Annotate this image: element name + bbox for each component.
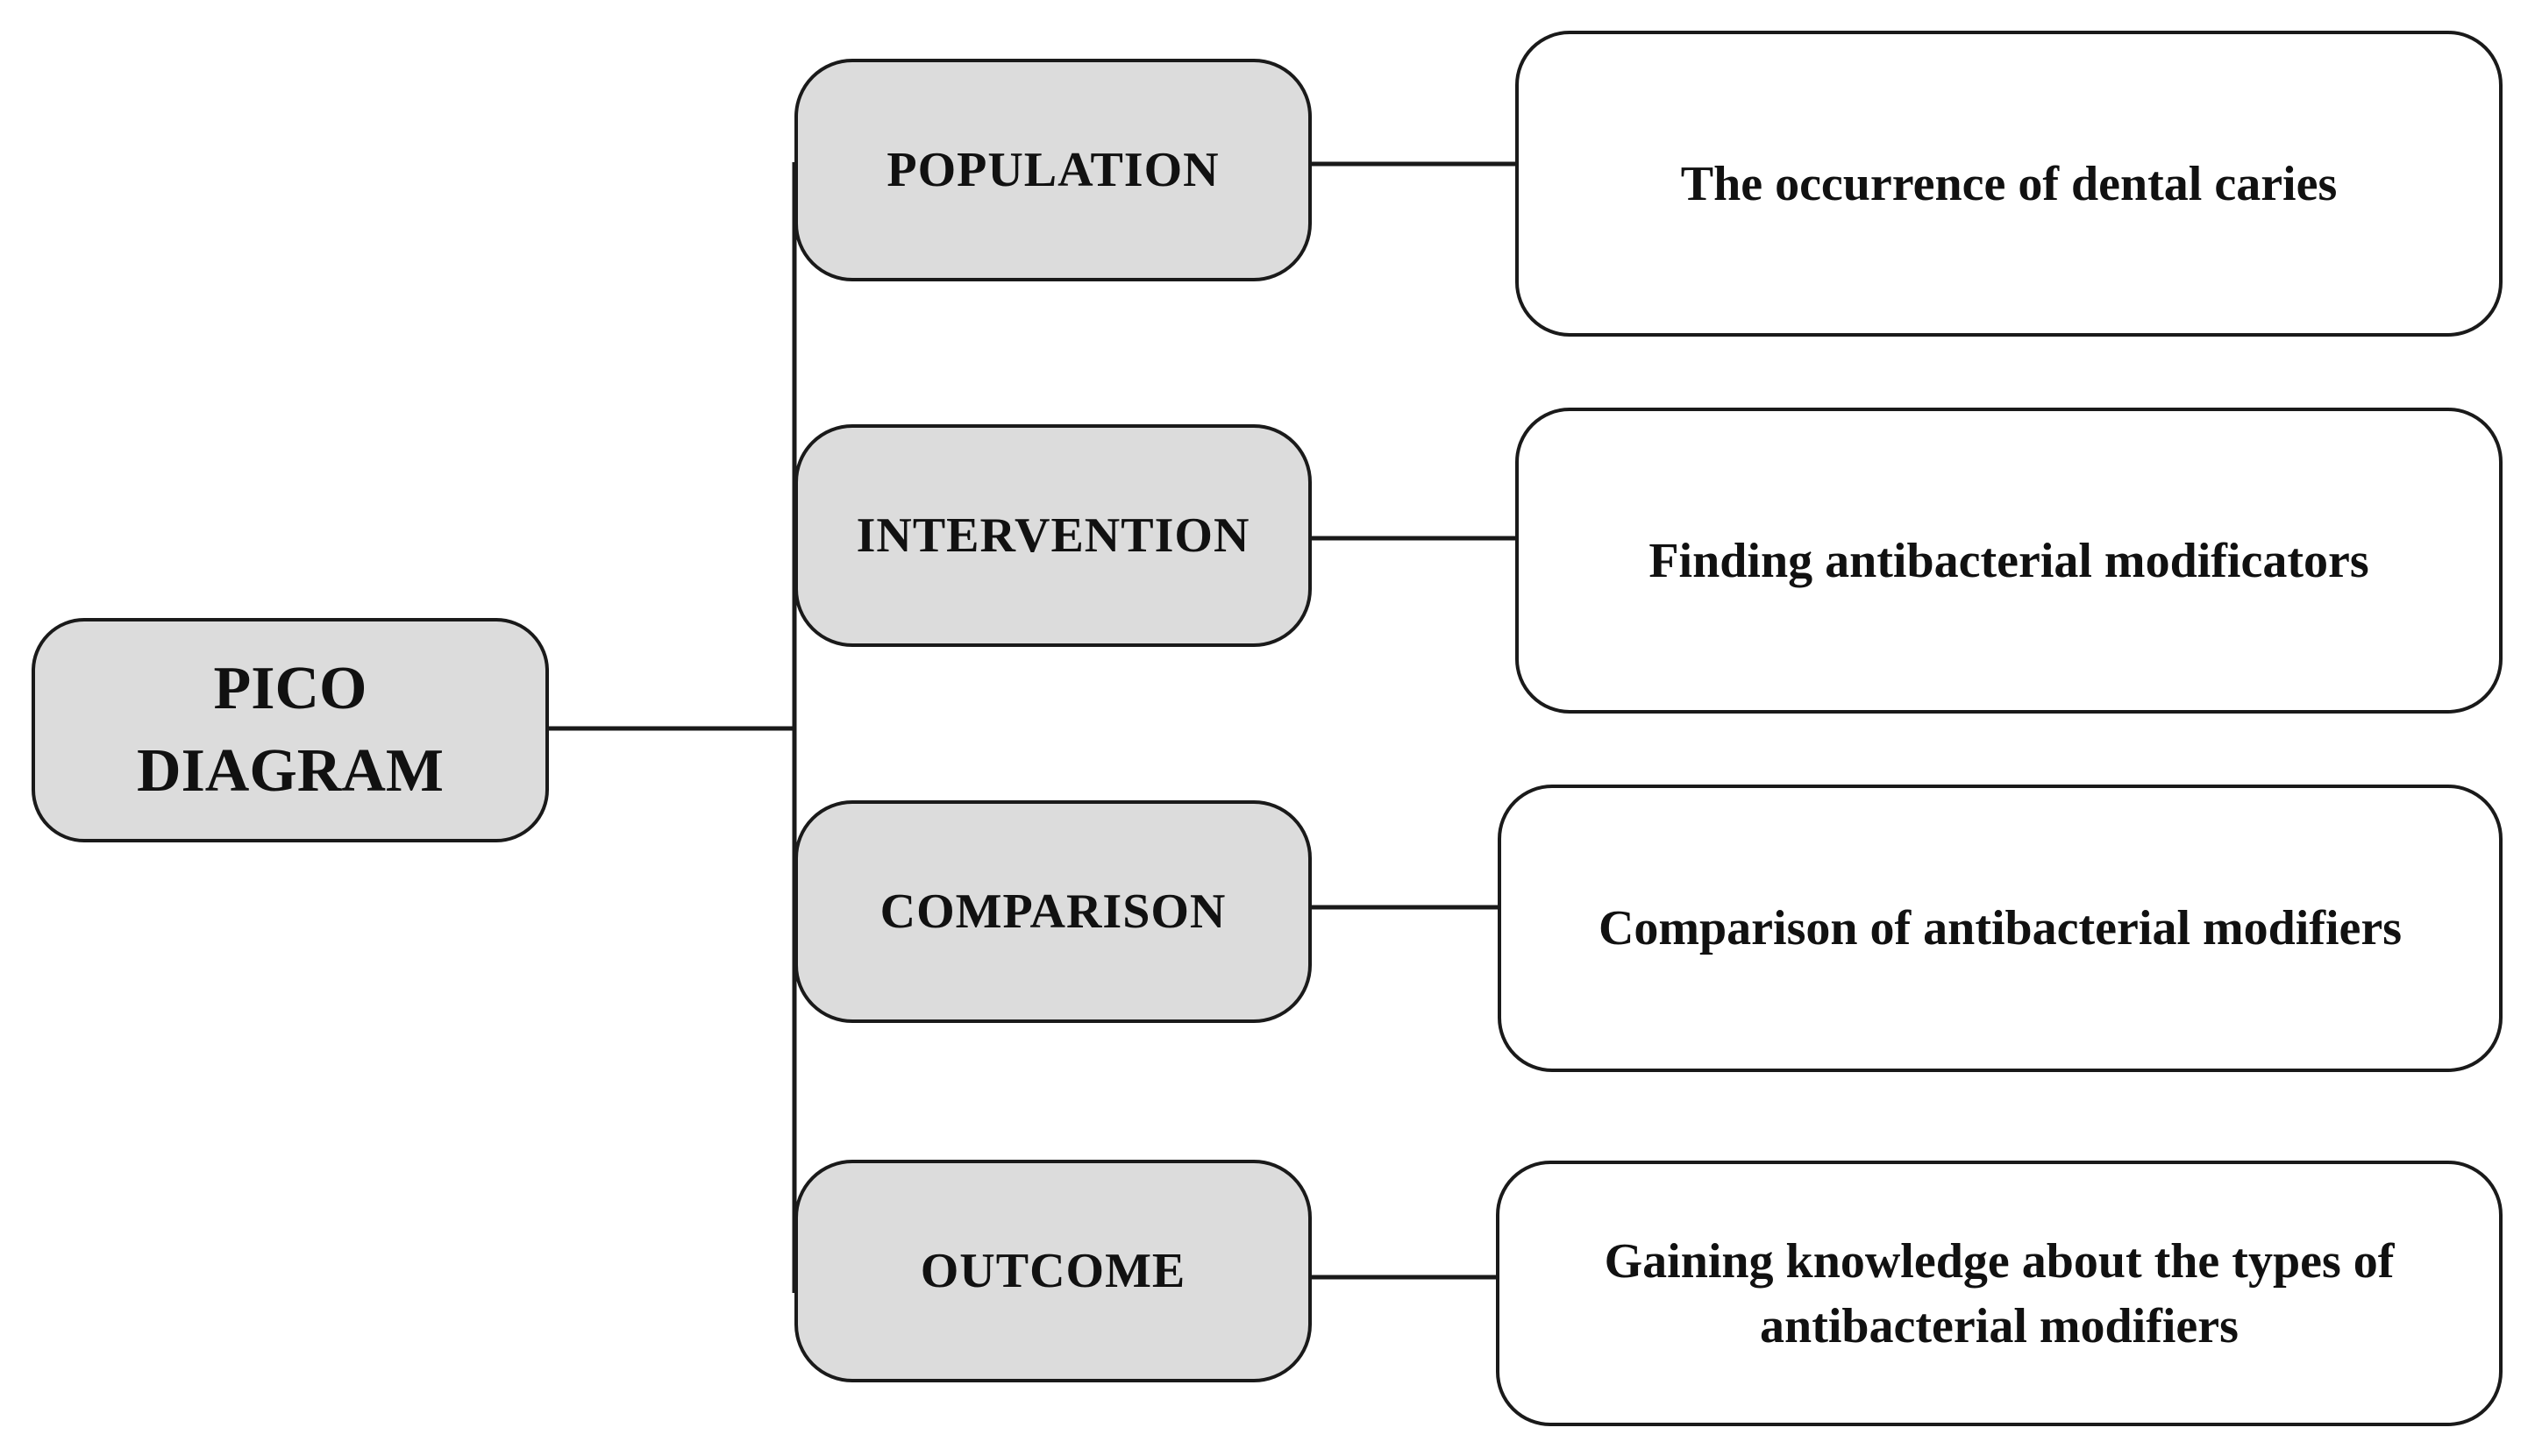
comparison-detail-box: Comparison of antibacterial modifiers [1498, 785, 2503, 1072]
outcome-node: OUTCOME [794, 1160, 1312, 1382]
comparison-label: COMPARISON [879, 884, 1227, 939]
intervention-detail-box: Finding antibacterial modificators [1515, 408, 2503, 714]
outcome-label: OUTCOME [920, 1244, 1186, 1298]
population-detail-box: The occurrence of dental caries [1515, 31, 2503, 337]
intervention-node: INTERVENTION [794, 424, 1312, 647]
outcome-detail-box: Gaining knowledge about the types of ant… [1496, 1161, 2503, 1426]
population-label: POPULATION [887, 143, 1220, 197]
intervention-detail-text: Finding antibacterial modificators [1648, 533, 2369, 588]
comparison-detail-text: Comparison of antibacterial modifiers [1598, 901, 2403, 955]
population-node: POPULATION [794, 59, 1312, 281]
outcome-detail-text: Gaining knowledge about the types of ant… [1604, 1233, 2395, 1353]
intervention-label: INTERVENTION [856, 508, 1250, 563]
comparison-node: COMPARISON [794, 800, 1312, 1023]
population-detail-text: The occurrence of dental caries [1680, 156, 2338, 211]
pico-diagram-root-node: PICO DIAGRAM [32, 618, 549, 842]
root-node-label: PICO DIAGRAM [137, 655, 444, 805]
